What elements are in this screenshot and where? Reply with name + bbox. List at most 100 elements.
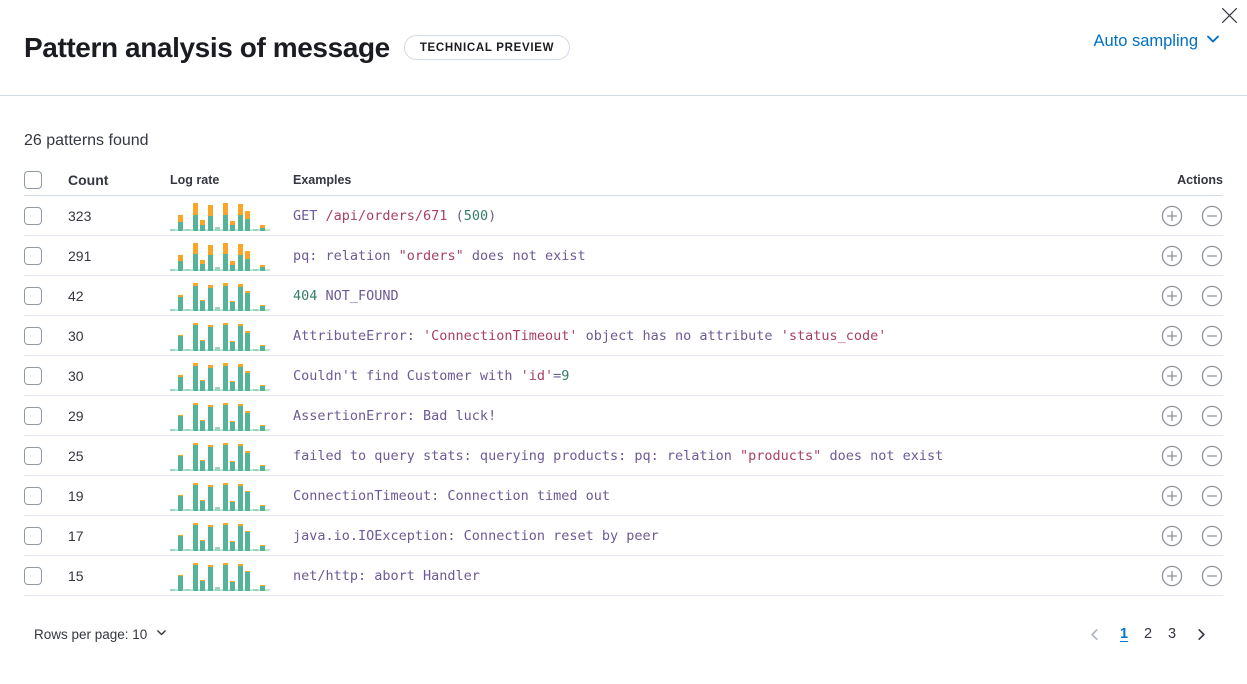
chart-bar-pattern-segment — [245, 210, 250, 219]
row-checkbox[interactable] — [24, 326, 42, 345]
previous-page-button[interactable] — [1083, 625, 1106, 644]
chart-bar-pattern-segment — [222, 282, 228, 286]
chart-bar — [200, 539, 205, 551]
row-count: 17 — [68, 527, 84, 544]
chart-bar-base-segment — [260, 305, 265, 311]
filter-for-pattern-button[interactable] — [1161, 285, 1183, 307]
filter-for-pattern-button[interactable] — [1161, 445, 1183, 467]
minus-circle-icon — [1201, 365, 1223, 390]
next-page-button[interactable] — [1190, 625, 1213, 644]
filter-for-pattern-button[interactable] — [1161, 245, 1183, 267]
chart-bar — [200, 259, 205, 271]
chart-bar — [252, 228, 258, 231]
chart-bar — [170, 228, 175, 231]
row-actions — [1133, 565, 1223, 587]
chart-bar — [192, 482, 198, 511]
select-all-checkbox[interactable] — [24, 171, 42, 189]
chart-bar — [260, 504, 265, 511]
row-actions — [1133, 285, 1223, 307]
filter-for-pattern-button[interactable] — [1161, 325, 1183, 347]
chart-bar — [170, 268, 175, 271]
chart-bar-pattern-segment — [245, 290, 250, 293]
rows-per-page-dropdown[interactable]: Rows per page: 10 — [34, 626, 168, 642]
chart-bar-base-segment — [192, 214, 198, 231]
example-token: 404 — [293, 287, 318, 304]
filter-out-pattern-button[interactable] — [1201, 245, 1223, 267]
chart-bar — [230, 340, 235, 351]
filter-for-pattern-button[interactable] — [1161, 205, 1183, 227]
minus-circle-icon — [1201, 565, 1223, 590]
chart-bar-base-segment — [177, 376, 183, 391]
close-button[interactable] — [1215, 3, 1243, 31]
plus-circle-icon — [1161, 325, 1183, 350]
log-rate-chart — [170, 321, 270, 351]
chart-bar-base-segment — [230, 541, 235, 551]
row-checkbox[interactable] — [24, 486, 42, 505]
row-checkbox[interactable] — [24, 566, 42, 585]
column-header-log-rate[interactable]: Log rate — [170, 173, 220, 187]
chart-bar-base-segment — [230, 341, 235, 351]
row-count: 19 — [68, 487, 84, 504]
page-button-1[interactable]: 1 — [1112, 622, 1136, 646]
row-checkbox[interactable] — [24, 206, 42, 225]
row-checkbox[interactable] — [24, 286, 42, 305]
row-checkbox[interactable] — [24, 366, 42, 385]
chart-bar-base-segment — [245, 452, 250, 471]
sampling-dropdown[interactable]: Auto sampling — [1093, 31, 1221, 52]
filter-out-pattern-button[interactable] — [1201, 365, 1223, 387]
chart-bar — [260, 384, 265, 391]
filter-out-pattern-button[interactable] — [1201, 285, 1223, 307]
column-header-count[interactable]: Count — [68, 172, 109, 188]
chart-bar-pattern-segment — [260, 344, 265, 346]
row-checkbox[interactable] — [24, 406, 42, 425]
chart-bar — [230, 540, 235, 551]
filter-out-pattern-button[interactable] — [1201, 205, 1223, 227]
chart-bar-base-segment — [177, 415, 183, 431]
row-checkbox[interactable] — [24, 446, 42, 465]
example-token: does not exist — [821, 447, 944, 464]
filter-out-pattern-button[interactable] — [1201, 405, 1223, 427]
chart-bar-pattern-segment — [237, 203, 243, 215]
filter-out-pattern-button[interactable] — [1201, 525, 1223, 547]
filter-for-pattern-button[interactable] — [1161, 525, 1183, 547]
chart-bar — [192, 362, 198, 391]
chart-bar-base-segment — [230, 301, 235, 311]
chart-bar — [192, 442, 198, 471]
chart-bar — [170, 588, 175, 591]
row-checkbox[interactable] — [24, 246, 42, 265]
filter-out-pattern-button[interactable] — [1201, 445, 1223, 467]
chart-bar — [260, 584, 265, 591]
filter-out-pattern-button[interactable] — [1201, 565, 1223, 587]
filter-for-pattern-button[interactable] — [1161, 405, 1183, 427]
log-rate-chart — [170, 361, 270, 391]
chart-bar-base-segment — [200, 224, 205, 231]
filter-for-pattern-button[interactable] — [1161, 565, 1183, 587]
filter-out-pattern-button[interactable] — [1201, 325, 1223, 347]
page-button-2[interactable]: 2 — [1136, 622, 1160, 646]
example-token: GET — [293, 207, 326, 224]
chart-bar — [200, 219, 205, 231]
chart-bar-pattern-segment — [245, 570, 250, 572]
filter-out-pattern-button[interactable] — [1201, 485, 1223, 507]
filter-for-pattern-button[interactable] — [1161, 365, 1183, 387]
row-checkbox[interactable] — [24, 526, 42, 545]
column-header-examples[interactable]: Examples — [293, 173, 352, 187]
filter-for-pattern-button[interactable] — [1161, 485, 1183, 507]
log-rate-chart — [170, 561, 270, 591]
chart-bar — [222, 362, 228, 391]
row-example: failed to query stats: querying products… — [293, 448, 1133, 464]
page-button-3[interactable]: 3 — [1160, 622, 1184, 646]
chart-bar-base-segment — [207, 566, 213, 591]
example-token: Couldn't find Customer with — [293, 367, 521, 384]
chart-bar — [222, 482, 228, 511]
chart-bar-pattern-segment — [222, 362, 228, 366]
chart-bar-base-segment — [245, 412, 250, 431]
chart-bar-pattern-segment — [237, 563, 243, 566]
chart-bar-base-segment — [222, 524, 228, 551]
row-checkbox-cell — [24, 366, 68, 385]
